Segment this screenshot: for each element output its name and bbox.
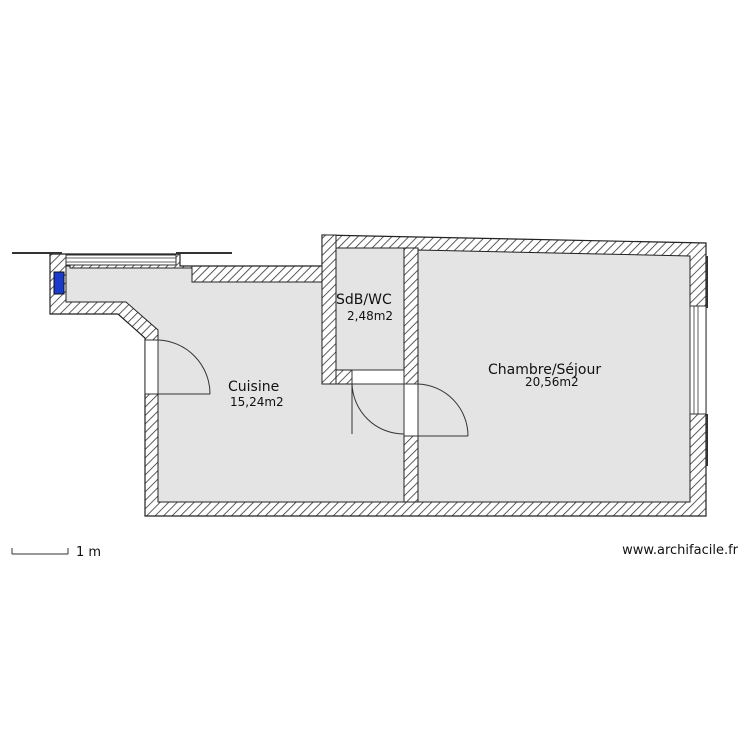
website-label: www.archifacile.fr xyxy=(622,543,738,558)
sdb-left-wall xyxy=(321,234,337,385)
window-right xyxy=(689,256,708,466)
room-area-sdb: 2,48m2 xyxy=(347,309,393,323)
floor-areas xyxy=(65,247,691,503)
room-name-cuisine: Cuisine xyxy=(228,379,279,395)
partition-wall xyxy=(403,247,419,503)
room-name-chambre: Chambre/Séjour xyxy=(488,362,601,378)
scale-bar xyxy=(11,548,69,555)
room-name-sdb: SdB/WC xyxy=(336,292,392,308)
door-chambre xyxy=(403,383,469,437)
scale-label: 1 m xyxy=(76,545,101,560)
door-sdb xyxy=(351,369,405,435)
appliance-blue xyxy=(53,271,65,295)
room-area-cuisine: 15,24m2 xyxy=(230,395,284,409)
room-area-chambre: 20,56m2 xyxy=(525,375,579,389)
window-top-left xyxy=(12,252,232,266)
door-kitchen xyxy=(144,339,211,395)
